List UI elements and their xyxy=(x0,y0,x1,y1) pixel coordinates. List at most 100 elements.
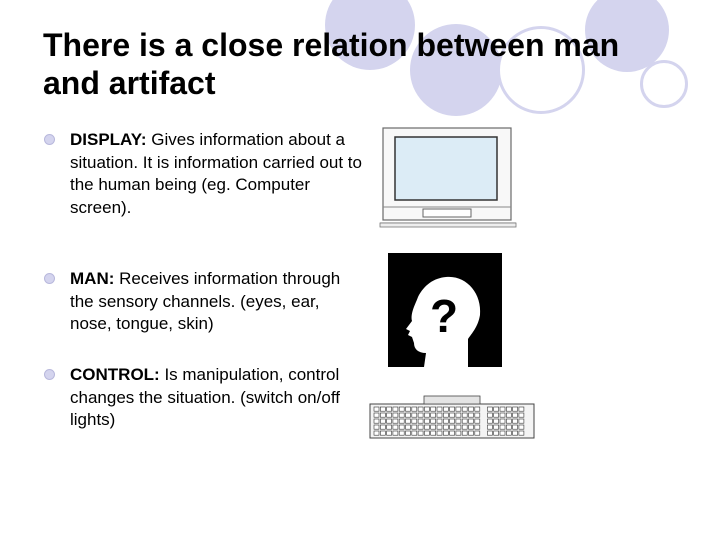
keyboard-key xyxy=(411,424,418,430)
keyboard-key xyxy=(449,412,455,418)
head-question-mark: ? xyxy=(430,290,458,342)
keyboard-key xyxy=(436,406,443,412)
keyboard-key xyxy=(512,412,518,418)
item-text: MAN: Receives information through the se… xyxy=(70,268,364,336)
keyboard-key xyxy=(461,424,468,430)
list-item-man: MAN: Receives information through the se… xyxy=(44,268,364,336)
keyboard-key xyxy=(493,430,499,436)
keyboard-key xyxy=(373,418,380,424)
item-description: Is manipulation, control changes the sit… xyxy=(70,365,340,429)
circle-bullet-icon xyxy=(44,369,55,380)
keyboard-key xyxy=(411,406,418,412)
keyboard-key xyxy=(405,430,411,436)
keyboard-key xyxy=(373,406,380,412)
keyboard-key xyxy=(417,430,424,436)
head-question-icon: ? xyxy=(388,253,502,367)
decor-circle-3 xyxy=(585,0,669,72)
keyboard-icon xyxy=(369,395,535,439)
keyboard-key xyxy=(430,418,437,424)
keyboard-key xyxy=(499,418,506,424)
keyboard-key xyxy=(474,418,481,424)
keyboard-key xyxy=(430,412,437,418)
keyboard-key xyxy=(424,418,430,424)
keyboard-key xyxy=(499,430,506,436)
keyboard-key xyxy=(512,406,518,412)
keyboard-key xyxy=(474,424,481,430)
keyboard-key xyxy=(430,430,437,436)
keyboard-key xyxy=(518,424,525,430)
computer-monitor-icon xyxy=(379,127,517,228)
keyboard-key xyxy=(468,424,474,430)
keyboard-key xyxy=(398,418,405,424)
keyboard-key xyxy=(468,406,474,412)
keyboard-key xyxy=(443,412,449,418)
keyboard-key xyxy=(455,430,462,436)
keyboard-key xyxy=(405,424,411,430)
keyboard-key xyxy=(380,406,386,412)
page-title: There is a close relation between man an… xyxy=(43,27,620,101)
keyboard-key xyxy=(461,430,468,436)
keyboard-key xyxy=(449,406,455,412)
keyboard-key xyxy=(443,406,449,412)
item-term: DISPLAY: xyxy=(70,130,147,149)
keyboard-key xyxy=(493,418,499,424)
keyboard-key xyxy=(430,406,437,412)
keyboard-key xyxy=(512,418,518,424)
keyboard-key xyxy=(380,412,386,418)
keyboard-key xyxy=(518,418,525,424)
keyboard-key xyxy=(392,406,399,412)
keyboard-key xyxy=(392,424,399,430)
keyboard-key xyxy=(405,412,411,418)
keyboard-key xyxy=(443,418,449,424)
keyboard-key xyxy=(461,412,468,418)
circle-bullet-icon xyxy=(44,134,55,145)
keyboard-key xyxy=(493,412,499,418)
keyboard-key xyxy=(506,406,512,412)
keyboard-key xyxy=(417,406,424,412)
keyboard-key xyxy=(424,412,430,418)
keyboard-key xyxy=(411,412,418,418)
keyboard-key xyxy=(436,424,443,430)
keyboard-key xyxy=(436,430,443,436)
keyboard-key xyxy=(436,418,443,424)
keyboard-key xyxy=(449,424,455,430)
keyboard-key xyxy=(424,424,430,430)
keyboard-key xyxy=(411,430,418,436)
list-item-control: CONTROL: Is manipulation, control change… xyxy=(44,364,364,432)
keyboard-key xyxy=(392,418,399,424)
keyboard-key xyxy=(386,430,392,436)
keyboard-key xyxy=(499,424,506,430)
item-description: Receives information through the sensory… xyxy=(70,269,341,333)
keyboard-key xyxy=(405,406,411,412)
keyboard-key xyxy=(386,418,392,424)
keyboard-key xyxy=(417,418,424,424)
keyboard-key xyxy=(506,424,512,430)
keyboard-key xyxy=(424,430,430,436)
keyboard-key xyxy=(512,430,518,436)
keyboard-key xyxy=(455,424,462,430)
decor-circle-2 xyxy=(410,24,502,116)
decor-circle-1 xyxy=(325,0,415,70)
keyboard-key xyxy=(398,412,405,418)
keyboard-key xyxy=(386,406,392,412)
keyboard-key xyxy=(380,418,386,424)
keyboard-key xyxy=(474,406,481,412)
keyboard-key xyxy=(461,406,468,412)
keyboard-key xyxy=(380,424,386,430)
keyboard-key xyxy=(518,406,525,412)
decor-ring-1 xyxy=(497,26,585,114)
keyboard-key xyxy=(487,430,493,436)
keyboard-key xyxy=(487,424,493,430)
keyboard-key xyxy=(392,412,399,418)
keyboard-key xyxy=(449,418,455,424)
item-description: Gives information about a situation. It … xyxy=(70,130,362,217)
keyboard-key xyxy=(506,418,512,424)
keyboard-key xyxy=(398,424,405,430)
keyboard-key xyxy=(455,418,462,424)
keyboard-key xyxy=(468,418,474,424)
keyboard-key xyxy=(373,424,380,430)
keyboard-key xyxy=(487,418,493,424)
keyboard-key xyxy=(436,412,443,418)
keyboard-key xyxy=(518,430,525,436)
keyboard-key xyxy=(518,412,525,418)
